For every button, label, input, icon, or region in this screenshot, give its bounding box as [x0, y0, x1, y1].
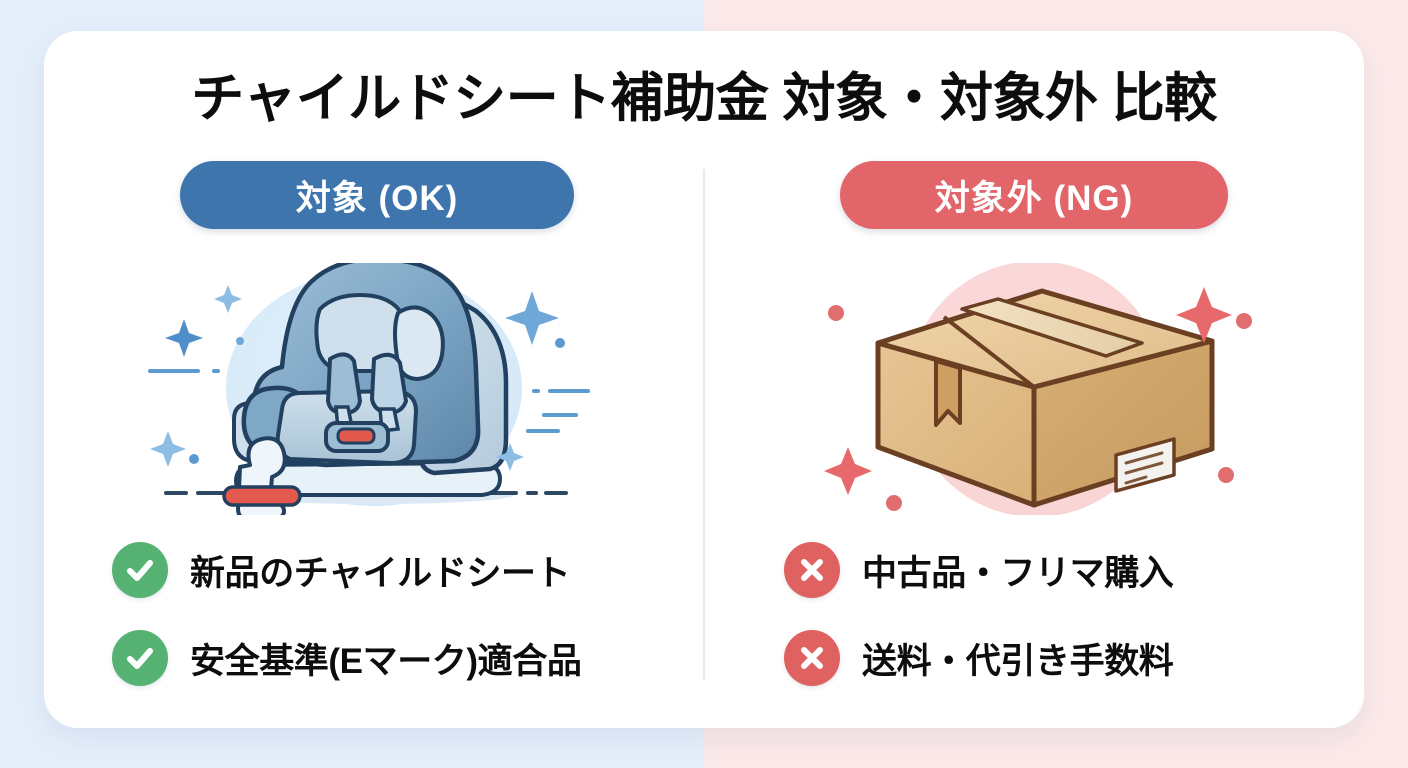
- x-circle-icon: [784, 630, 840, 686]
- cardboard-box-illustration: [784, 263, 1284, 515]
- list-item-label: 新品のチャイルドシート: [190, 553, 571, 593]
- check-circle-icon: [112, 542, 168, 598]
- badge-not-eligible: 対象外 (NG): [840, 161, 1228, 229]
- x-circle-icon: [784, 542, 840, 598]
- not-eligible-list: 中古品・フリマ購入 送料・代引き手数料: [704, 539, 1364, 715]
- column-eligible: 対象 (OK): [44, 161, 704, 721]
- list-item-label: 安全基準(Eマーク)適合品: [190, 641, 582, 681]
- list-item-label: 送料・代引き手数料: [862, 641, 1174, 681]
- page-title: チャイルドシート補助金 対象・対象外 比較: [191, 69, 1217, 128]
- column-divider: [703, 169, 705, 681]
- eligible-list: 新品のチャイルドシート 安全基準(Eマーク)適合品: [44, 539, 704, 715]
- list-item-label: 中古品・フリマ購入: [862, 553, 1174, 593]
- column-not-eligible: 対象外 (NG): [704, 161, 1364, 721]
- check-circle-icon: [112, 630, 168, 686]
- child-car-seat-illustration: [124, 263, 624, 515]
- list-item: 中古品・フリマ購入: [704, 539, 1364, 601]
- list-item: 安全基準(Eマーク)適合品: [44, 627, 704, 689]
- comparison-card: チャイルドシート補助金 対象・対象外 比較 対象 (OK): [44, 31, 1364, 728]
- list-item: 新品のチャイルドシート: [44, 539, 704, 601]
- badge-eligible: 対象 (OK): [180, 161, 574, 229]
- list-item: 送料・代引き手数料: [704, 627, 1364, 689]
